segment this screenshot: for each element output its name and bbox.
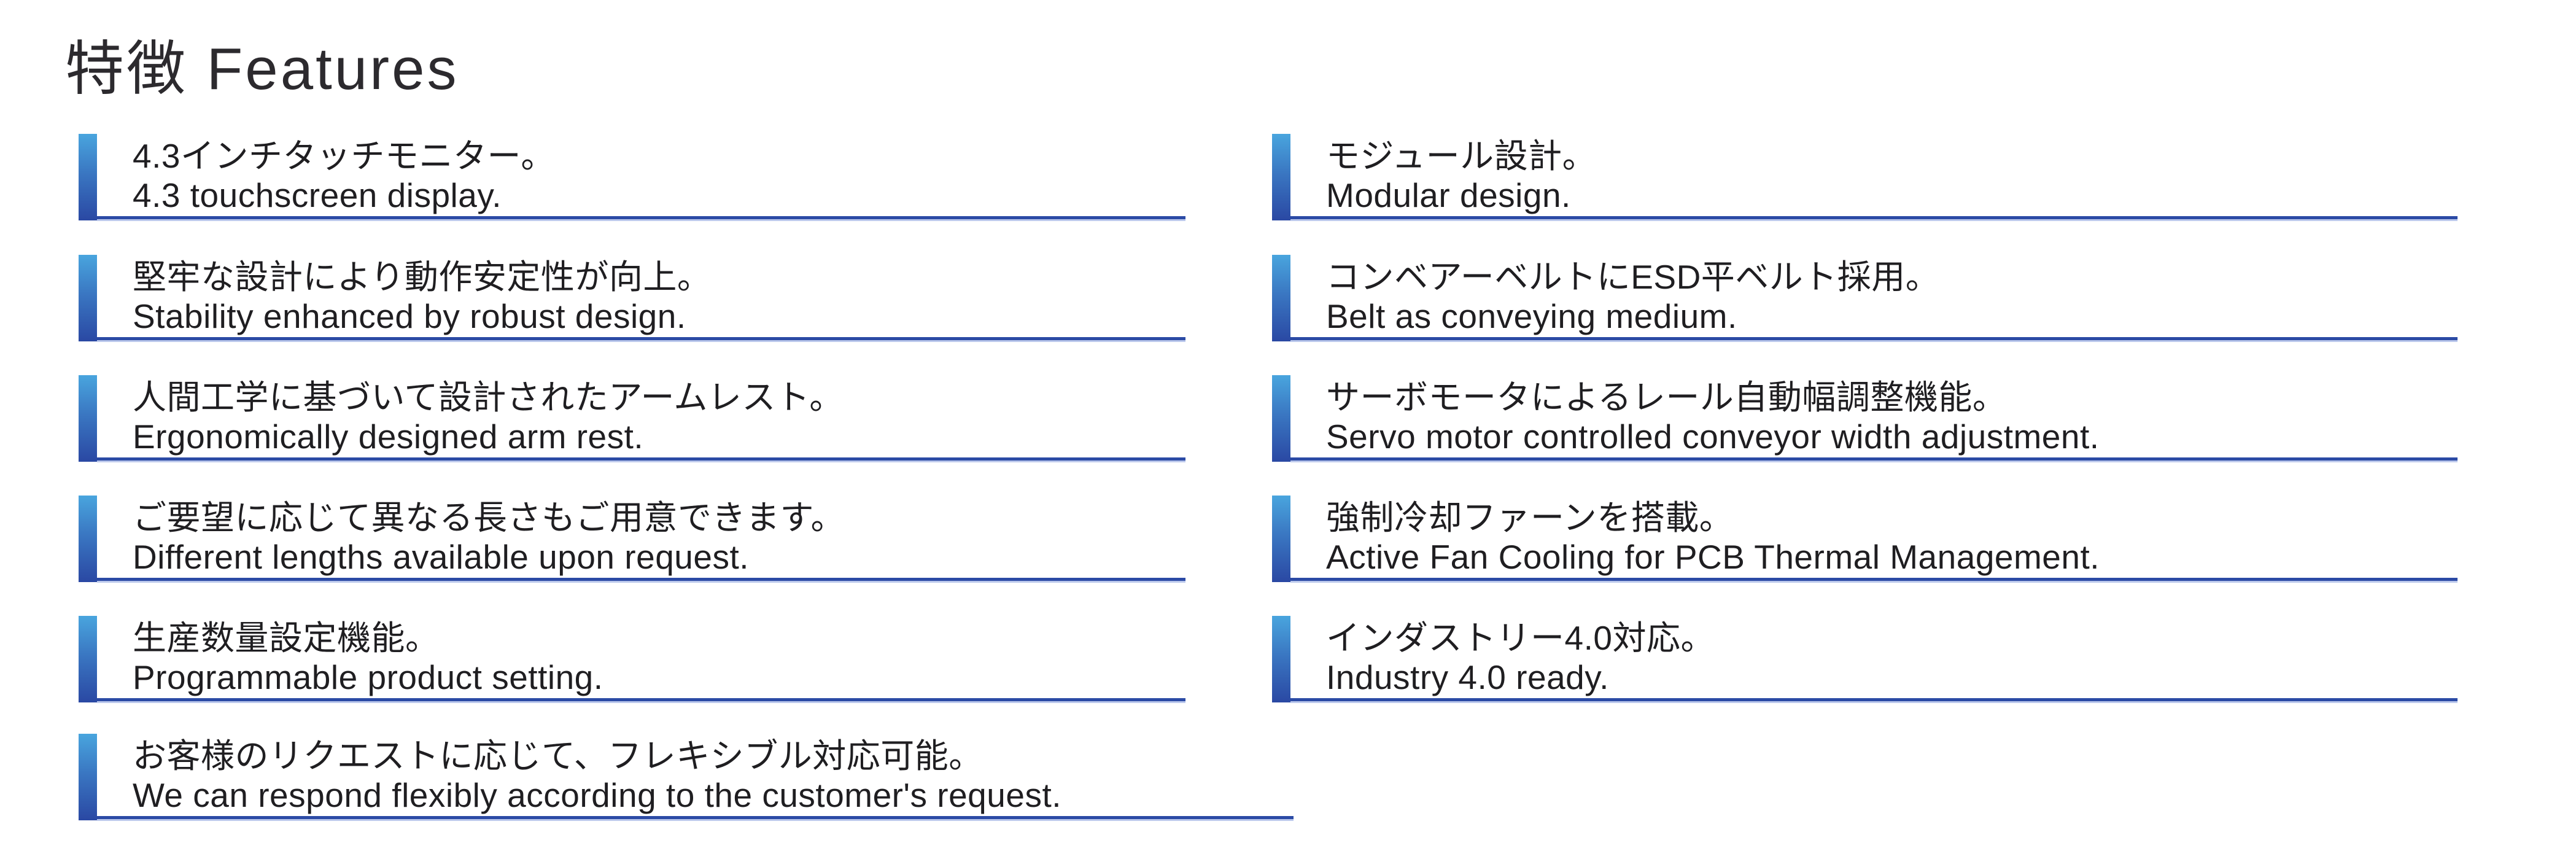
feature-accent-bar (79, 375, 97, 462)
feature-accent-bar (79, 496, 97, 582)
feature-accent-bar (1272, 134, 1290, 220)
feature-text-en: 4.3 touchscreen display. (133, 176, 502, 214)
feature-underline (97, 698, 1185, 701)
feature-item: インダストリー4.0対応。 Industry 4.0 ready. (1272, 616, 2458, 707)
feature-text-ja: コンベアーベルトにESD平ベルト採用。 (1326, 258, 1940, 296)
feature-underline (97, 216, 1185, 219)
feature-item: サーボモータによるレール自動幅調整機能。 Servo motor control… (1272, 375, 2458, 466)
feature-text-ja: 人間工学に基づいて設計されたアームレスト。 (133, 378, 844, 416)
feature-text-ja: ご要望に応じて異なる長さもご用意できます。 (133, 499, 845, 537)
feature-text-ja: インダストリー4.0対応。 (1326, 619, 1715, 657)
feature-accent-bar (1272, 375, 1290, 462)
feature-item: 生産数量設定機能。 Programmable product setting. (79, 616, 1185, 707)
feature-text-en: Programmable product setting. (133, 658, 603, 696)
feature-underline (97, 578, 1185, 581)
feature-text-en: Stability enhanced by robust design. (133, 297, 686, 335)
feature-text-en: Different lengths available upon request… (133, 538, 750, 576)
feature-underline (1290, 698, 2458, 701)
feature-text-en: Industry 4.0 ready. (1326, 658, 1609, 696)
page-title: 特徴 Features (65, 36, 459, 102)
feature-text-en: Modular design. (1326, 176, 1571, 214)
feature-underline (97, 337, 1185, 340)
feature-text-en: Servo motor controlled conveyor width ad… (1326, 418, 2100, 456)
feature-underline (1290, 337, 2458, 340)
feature-text-ja: 4.3インチタッチモニター。 (133, 137, 555, 175)
feature-text-ja: サーボモータによるレール自動幅調整機能。 (1326, 378, 2007, 416)
feature-item: ご要望に応じて異なる長さもご用意できます。 Different lengths … (79, 496, 1185, 586)
feature-accent-bar (79, 734, 97, 820)
feature-accent-bar (1272, 496, 1290, 582)
feature-text-en: Active Fan Cooling for PCB Thermal Manag… (1326, 538, 2100, 576)
feature-text-ja: 堅牢な設計により動作安定性が向上。 (133, 258, 712, 296)
feature-item: コンベアーベルトにESD平ベルト採用。 Belt as conveying me… (1272, 255, 2458, 346)
feature-text-ja: お客様のリクエストに応じて、フレキシブル対応可能。 (133, 737, 983, 775)
feature-text-ja: 強制冷却ファーンを搭載。 (1326, 499, 1734, 537)
feature-item: 人間工学に基づいて設計されたアームレスト。 Ergonomically desi… (79, 375, 1185, 466)
feature-item: 堅牢な設計により動作安定性が向上。 Stability enhanced by … (79, 255, 1185, 346)
feature-accent-bar (79, 134, 97, 220)
feature-underline (97, 816, 1294, 819)
feature-item: 4.3インチタッチモニター。 4.3 touchscreen display. (79, 134, 1185, 225)
feature-item: お客様のリクエストに応じて、フレキシブル対応可能。 We can respond… (79, 734, 1294, 825)
feature-accent-bar (79, 255, 97, 341)
feature-item: 強制冷却ファーンを搭載。 Active Fan Cooling for PCB … (1272, 496, 2458, 586)
feature-text-en: We can respond flexibly according to the… (133, 776, 1062, 814)
feature-underline (97, 457, 1185, 461)
feature-text-en: Ergonomically designed arm rest. (133, 418, 644, 456)
feature-text-ja: モジュール設計。 (1326, 137, 1597, 175)
feature-underline (1290, 578, 2458, 581)
feature-text-ja: 生産数量設定機能。 (133, 619, 440, 657)
feature-item: モジュール設計。 Modular design. (1272, 134, 2458, 225)
feature-accent-bar (1272, 616, 1290, 702)
feature-text-en: Belt as conveying medium. (1326, 297, 1737, 335)
feature-underline (1290, 216, 2458, 219)
feature-underline (1290, 457, 2458, 461)
feature-accent-bar (1272, 255, 1290, 341)
feature-accent-bar (79, 616, 97, 702)
